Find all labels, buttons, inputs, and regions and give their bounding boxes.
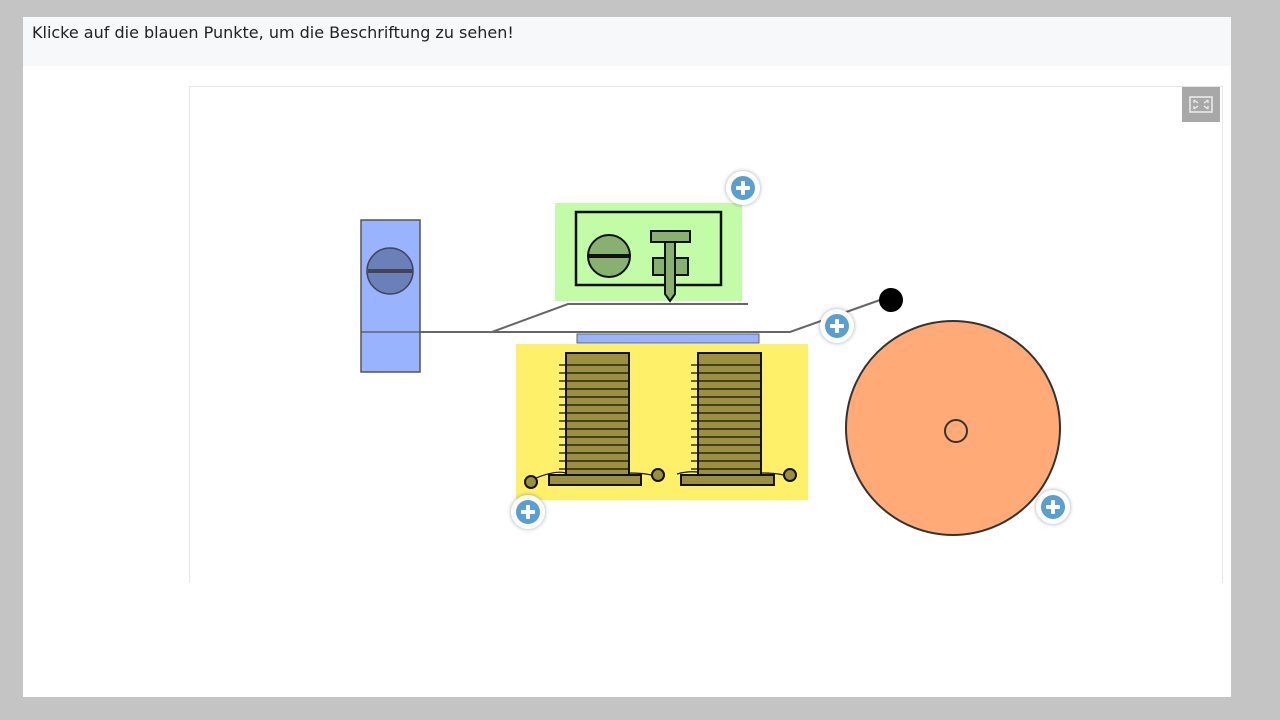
hotspot-contact-screw[interactable] bbox=[726, 171, 760, 205]
electromagnet bbox=[516, 344, 808, 500]
fullscreen-icon bbox=[1189, 96, 1213, 113]
mount-block bbox=[360, 219, 421, 373]
contact-screw bbox=[555, 203, 742, 303]
image-frame bbox=[189, 86, 1223, 583]
bell bbox=[845, 320, 1061, 536]
hammer bbox=[879, 288, 903, 312]
instruction-text: Klicke auf die blauen Punkte, um die Bes… bbox=[32, 23, 514, 42]
hotspot-electromagnet[interactable] bbox=[511, 495, 545, 529]
instruction-bar: Klicke auf die blauen Punkte, um die Bes… bbox=[23, 17, 1231, 66]
hotspot-armature-spring[interactable] bbox=[820, 309, 854, 343]
armature-spring bbox=[420, 288, 903, 344]
hotspot-bell[interactable] bbox=[1036, 490, 1070, 524]
fullscreen-button[interactable] bbox=[1182, 87, 1220, 122]
